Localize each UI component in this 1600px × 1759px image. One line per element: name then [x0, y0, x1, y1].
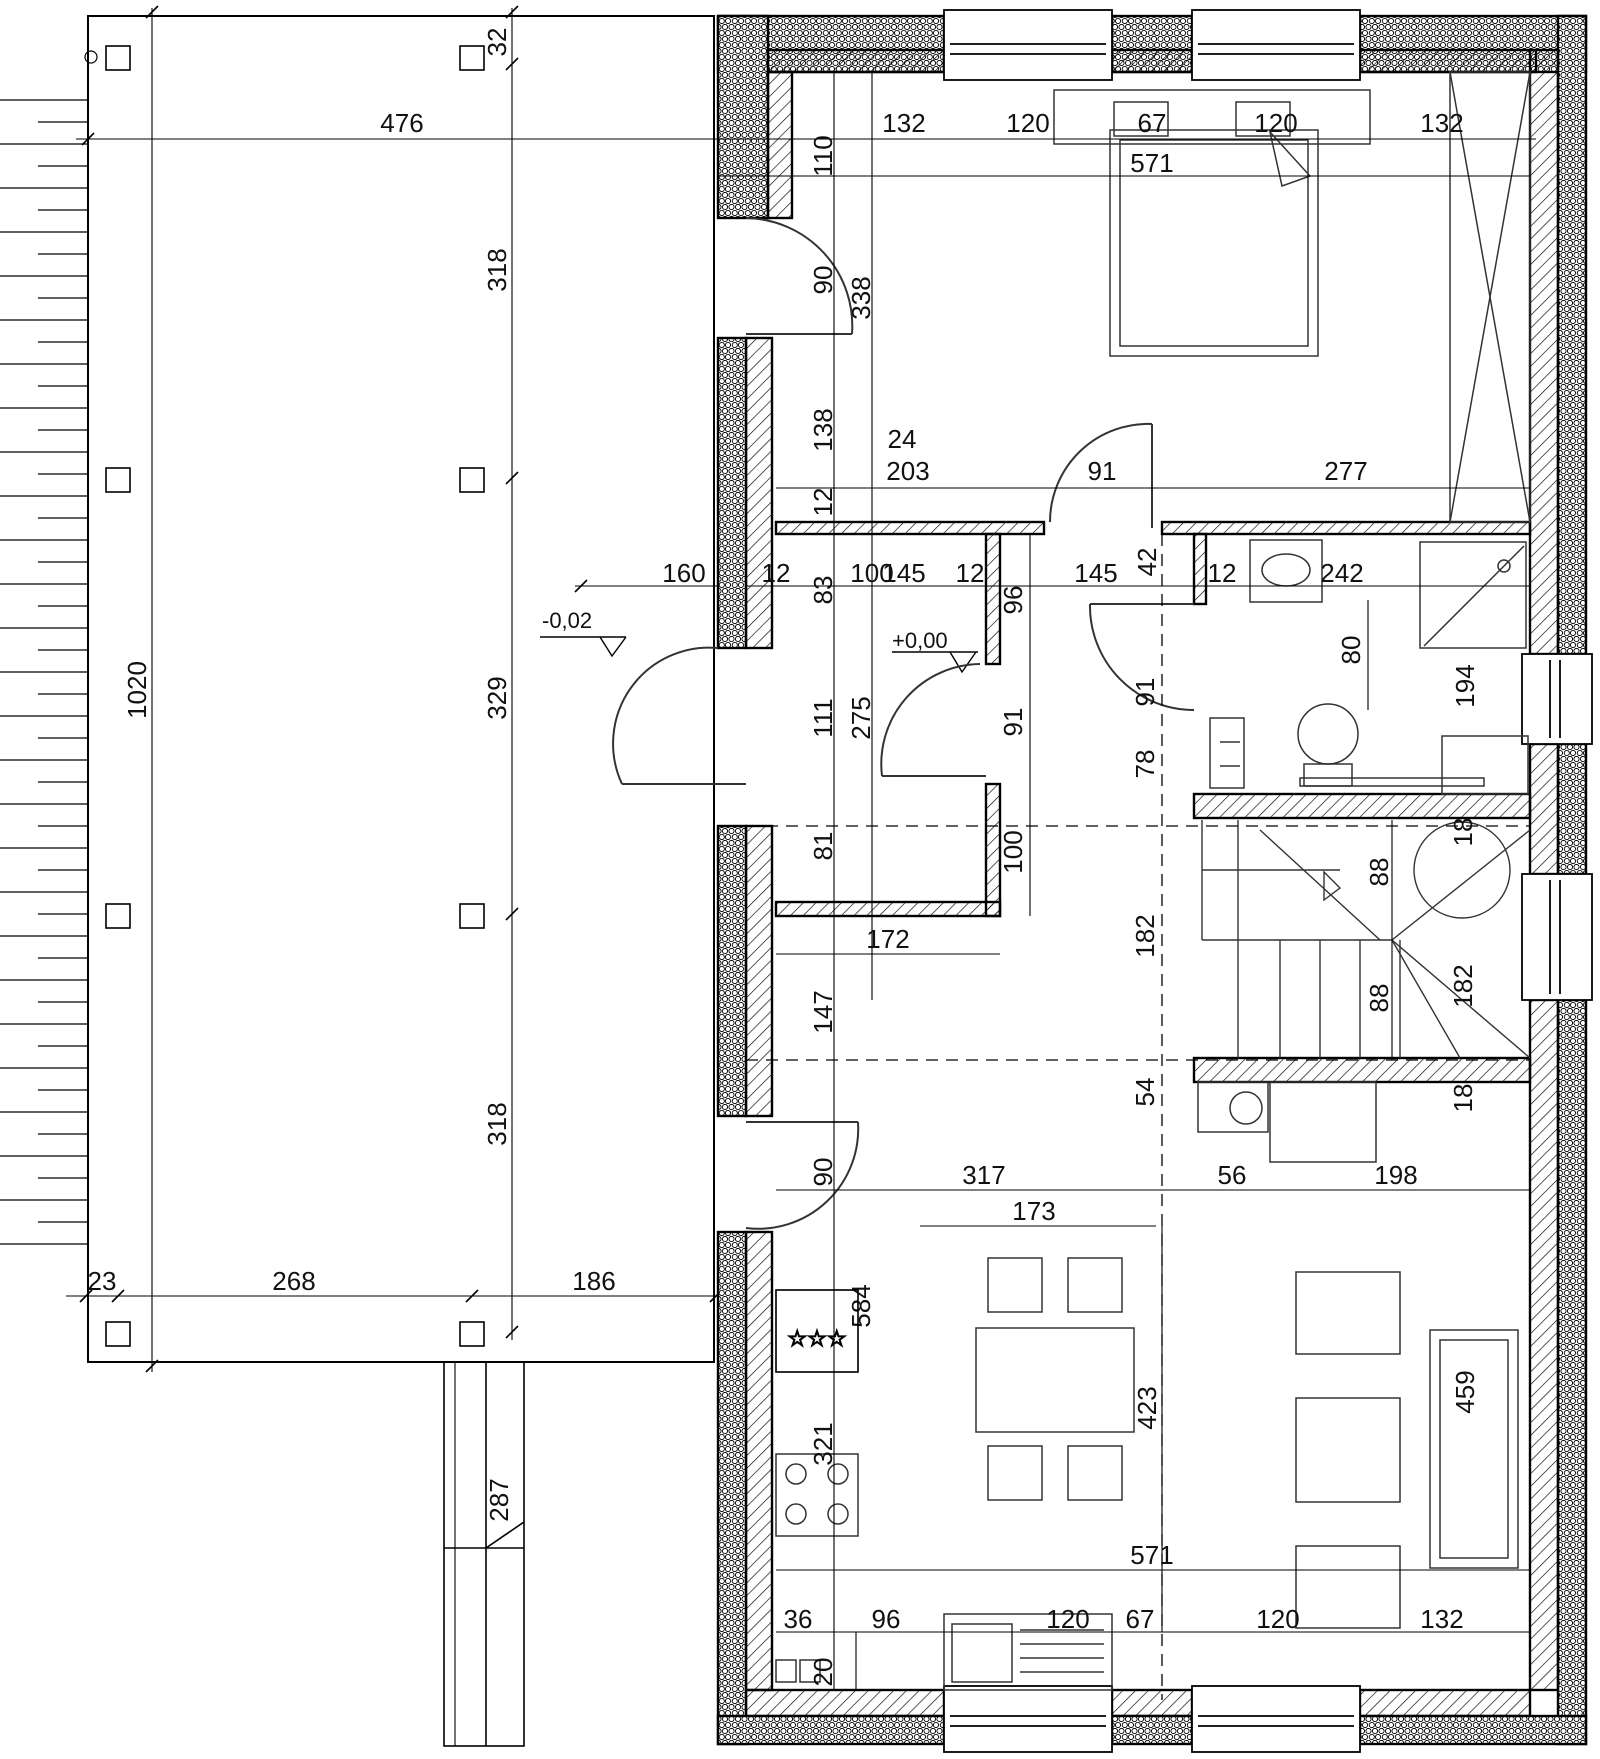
elevation-floor: +0,00	[892, 628, 948, 653]
dim-h-24: 24	[888, 424, 917, 454]
dim-v-182a: 182	[1130, 914, 1160, 957]
dim-v-18a: 18	[1448, 818, 1478, 847]
dim-bottom-120b: 120	[1256, 1604, 1299, 1634]
dim-bedroom-width: 571	[1130, 148, 1173, 178]
dim-v-81: 81	[808, 832, 838, 861]
dim-h-173: 173	[1012, 1196, 1055, 1226]
dim-h-12d: 12	[1208, 558, 1237, 588]
dim-v-147: 147	[808, 990, 838, 1033]
svg-text:☆☆☆: ☆☆☆	[787, 1327, 846, 1352]
dim-v-88a: 88	[1364, 858, 1394, 887]
dim-bottom-571: 571	[1130, 1540, 1173, 1570]
dim-v-321: 321	[808, 1422, 838, 1465]
dim-bottom-20: 20	[808, 1658, 838, 1687]
dim-v-111: 111	[808, 698, 838, 738]
dim-h-172: 172	[866, 924, 909, 954]
entrance-stair	[443, 1361, 525, 1747]
dim-h-198: 198	[1374, 1160, 1417, 1190]
dim-terrace-bottom-3: 186	[572, 1266, 615, 1296]
terrace	[0, 5, 978, 1747]
dim-v-83: 83	[808, 576, 838, 605]
dim-v-584: 584	[846, 1284, 876, 1327]
dim-terrace-seg-1: 318	[482, 248, 512, 291]
dim-v-338: 338	[846, 276, 876, 319]
dim-v-88b: 88	[1364, 984, 1394, 1013]
furniture	[775, 71, 1531, 1691]
cooktop-icon: ☆☆☆	[775, 1289, 859, 1373]
dim-v-90b: 90	[808, 1158, 838, 1187]
dim-top-132a: 132	[882, 108, 925, 138]
dimension-lines	[718, 72, 1536, 1690]
dim-terrace-seg-3: 318	[482, 1102, 512, 1145]
elevation-terrace: -0,02	[542, 608, 592, 633]
dim-v-91a: 91	[998, 708, 1028, 737]
dim-v-90a: 90	[808, 266, 838, 295]
dim-h-91: 91	[1088, 456, 1117, 486]
windows	[943, 9, 1593, 1753]
dim-h-12c: 12	[956, 558, 985, 588]
dim-h-277: 277	[1324, 456, 1367, 486]
dim-v-78: 78	[1130, 750, 1160, 779]
dim-terrace-height: 1020	[122, 661, 152, 719]
dim-terrace-bottom-2: 268	[272, 1266, 315, 1296]
dim-h-100: 100	[850, 558, 893, 588]
elevation-marker-floor	[892, 651, 978, 674]
terrace-edge-ticks	[0, 99, 88, 1245]
dim-v-54: 54	[1130, 1078, 1160, 1107]
dim-stair-length: 287	[484, 1478, 514, 1521]
dim-h-160: 160	[662, 558, 705, 588]
dim-v-182b: 182	[1448, 964, 1478, 1007]
dim-v-80: 80	[1336, 636, 1366, 665]
dim-h-203: 203	[886, 456, 929, 486]
dim-v-91b: 91	[1130, 678, 1160, 707]
dim-top-67: 67	[1138, 108, 1167, 138]
dim-h-317: 317	[962, 1160, 1005, 1190]
dim-bottom-96: 96	[872, 1604, 901, 1634]
terrace-posts	[105, 45, 485, 1347]
dim-top-120b: 120	[1254, 108, 1297, 138]
dim-v-194: 194	[1450, 664, 1480, 707]
dim-terrace-width: 476	[380, 108, 423, 138]
dim-v-110: 110	[808, 135, 838, 176]
dim-v-275: 275	[846, 696, 876, 739]
dim-terrace-bottom-1: 23	[88, 1266, 117, 1296]
dim-v-459: 459	[1450, 1370, 1480, 1413]
dim-terrace-seg-2: 329	[482, 676, 512, 719]
dim-h-42: 42	[1132, 548, 1162, 577]
dim-v-423: 423	[1132, 1386, 1162, 1429]
doors	[612, 217, 1195, 1230]
dim-v-138: 138	[808, 408, 838, 451]
dim-v-18b: 18	[1448, 1084, 1478, 1113]
staircase	[1201, 820, 1531, 1059]
dim-terrace-top-offset: 32	[482, 28, 512, 57]
dim-v-96: 96	[998, 586, 1028, 615]
house-walls	[716, 14, 1588, 1746]
dim-bottom-36: 36	[784, 1604, 813, 1634]
dim-v-100: 100	[998, 830, 1028, 873]
dim-h-242: 242	[1320, 558, 1363, 588]
dim-top-120a: 120	[1006, 108, 1049, 138]
elevation-marker-terrace	[540, 636, 627, 658]
dim-top-132b: 132	[1420, 108, 1463, 138]
dimension-labels: -0,02 +0,00 476 32 1020 318 329 318 23 2…	[88, 28, 1480, 1687]
dim-h-56: 56	[1218, 1160, 1247, 1190]
dim-v-12a: 12	[808, 488, 838, 517]
dim-bottom-67: 67	[1126, 1604, 1155, 1634]
dim-bottom-132: 132	[1420, 1604, 1463, 1634]
dim-h-145b: 145	[1074, 558, 1117, 588]
dim-bottom-120a: 120	[1046, 1604, 1089, 1634]
dim-h-12b: 12	[762, 558, 791, 588]
dim-h-145a: 145	[882, 558, 925, 588]
